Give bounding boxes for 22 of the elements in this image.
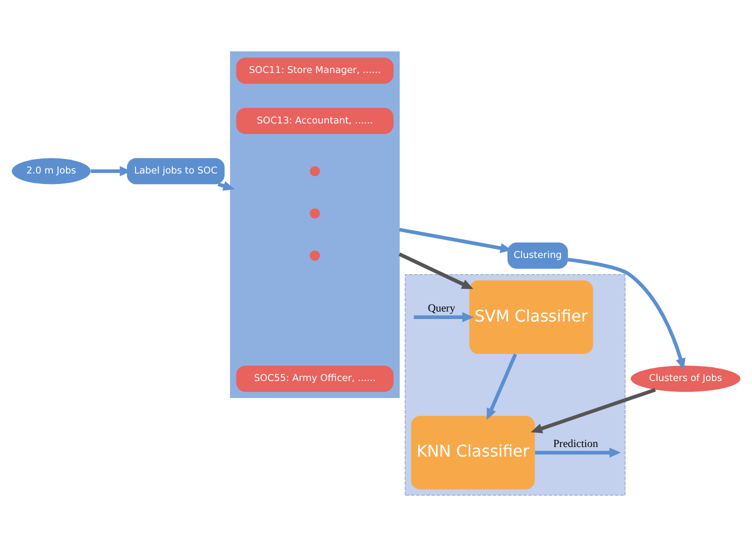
node-box: SVM Classifier — [469, 280, 594, 354]
node-ellipse: Clusters of Jobs — [630, 365, 740, 392]
node-box: SOC55: Army Officer, ...... — [236, 365, 394, 392]
node-box: SOC11: Store Manager, ...... — [236, 57, 394, 84]
node-box: SOC13: Accountant, ...... — [236, 107, 394, 134]
arrow — [530, 388, 656, 433]
node-circle — [310, 166, 320, 176]
node-circle — [310, 250, 320, 260]
edge-label: Query — [428, 302, 456, 314]
arrow — [568, 257, 686, 370]
node-box: Clustering — [508, 242, 568, 268]
arrow — [398, 252, 474, 289]
node-box: KNN Classifier — [411, 415, 535, 489]
arrow — [414, 312, 474, 322]
node-circle — [310, 208, 320, 218]
arrow — [486, 352, 518, 420]
cluster — [404, 274, 626, 496]
edge-label: Prediction — [553, 437, 598, 450]
cluster — [230, 50, 400, 398]
node-box: Label jobs to SOC — [126, 158, 225, 184]
arrow — [535, 447, 621, 458]
node-ellipse: 2.0 m Jobs — [12, 158, 91, 184]
